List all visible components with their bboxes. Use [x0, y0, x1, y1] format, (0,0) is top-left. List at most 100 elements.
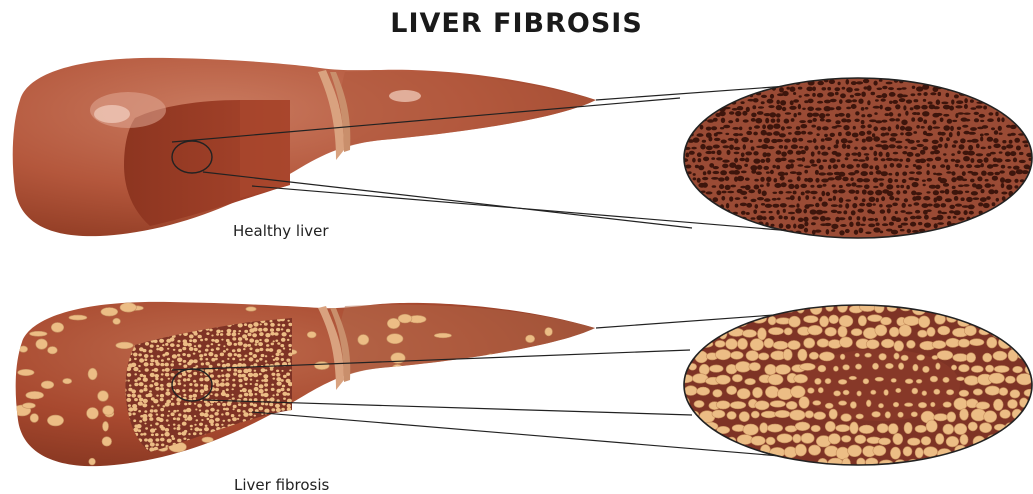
tissue-pore — [716, 86, 721, 90]
cut-nodule — [205, 338, 208, 341]
cut-nodule — [155, 387, 159, 391]
tissue-pore — [989, 216, 993, 220]
tissue-pore — [949, 132, 953, 137]
cut-nodule — [182, 454, 185, 457]
tissue-pore — [834, 144, 839, 148]
tissue-pore — [902, 172, 907, 176]
tissue-pore — [796, 203, 799, 207]
tissue-pore — [820, 145, 825, 150]
cut-nodule — [161, 427, 166, 431]
cut-nodule — [253, 354, 258, 358]
fibrotic-nodule — [969, 339, 984, 346]
cut-nodule — [177, 439, 181, 443]
tissue-pore — [1005, 228, 1011, 233]
fibrotic-nodule — [757, 328, 766, 340]
fibrotic-nodule — [682, 349, 692, 360]
surface-nodule — [504, 410, 515, 417]
tissue-pore — [873, 136, 880, 141]
tissue-pore — [693, 137, 700, 142]
tissue-pore — [964, 210, 968, 215]
cut-nodule — [271, 450, 273, 452]
cut-nodule — [156, 345, 159, 348]
tissue-pore — [852, 203, 857, 208]
fibrotic-nodule — [794, 374, 808, 383]
cut-nodule — [216, 330, 221, 334]
tissue-pore — [804, 146, 808, 151]
tissue-pore — [831, 229, 835, 232]
tissue-pore — [859, 228, 864, 234]
tissue-pore — [716, 78, 723, 84]
cut-nodule — [280, 344, 284, 347]
tissue-pore — [767, 99, 774, 104]
cut-nodule — [210, 408, 215, 412]
tissue-pore — [804, 94, 810, 97]
tissue-pore — [822, 202, 828, 207]
fibrotic-nodule — [730, 401, 746, 408]
cut-nodule — [275, 404, 280, 408]
tissue-pore — [873, 203, 876, 206]
tissue-pore — [705, 79, 710, 82]
cut-nodule — [276, 449, 280, 452]
surface-nodule — [561, 366, 577, 376]
fibrotic-nodule — [719, 302, 728, 314]
cut-nodule — [281, 328, 284, 330]
fibrotic-nodule — [767, 459, 778, 468]
tissue-pore — [900, 185, 904, 188]
tissue-pore — [799, 120, 806, 123]
cut-nodule — [194, 383, 198, 387]
cut-nodule — [149, 350, 153, 353]
cut-nodule — [287, 404, 291, 408]
cut-nodule — [194, 452, 197, 455]
tissue-pore — [727, 229, 731, 232]
fibrotic-nodule — [1009, 303, 1019, 311]
cut-nodule — [233, 408, 235, 410]
tissue-pore — [773, 80, 778, 83]
cut-nodule — [280, 353, 284, 356]
cut-nodule — [244, 443, 248, 447]
cut-nodule — [232, 332, 237, 336]
cut-nodule — [182, 353, 186, 356]
tissue-pore — [847, 145, 851, 149]
cut-nodule — [287, 444, 292, 448]
tissue-pore — [693, 198, 697, 202]
tissue-pore — [745, 151, 752, 155]
fibrotic-nodule — [926, 420, 937, 432]
cut-nodule — [209, 415, 214, 419]
tissue-pore — [930, 92, 936, 95]
cut-nodule — [249, 413, 253, 416]
tissue-pore — [987, 86, 991, 90]
surface-nodule — [287, 428, 297, 439]
tissue-pore — [969, 211, 974, 215]
tissue-pore — [886, 184, 893, 189]
cut-nodule — [267, 444, 270, 447]
cut-nodule — [228, 437, 232, 440]
cut-nodule — [160, 394, 164, 398]
tissue-pore — [1028, 111, 1033, 116]
tissue-pore — [1025, 184, 1032, 188]
tissue-pore — [911, 117, 915, 121]
fibrotic-nodule — [968, 422, 977, 431]
cut-nodule — [181, 431, 186, 435]
fibrotic-nodule — [891, 378, 896, 382]
surface-nodule — [529, 357, 538, 365]
tissue-pore — [947, 216, 951, 219]
tissue-pore — [741, 171, 747, 174]
tissue-pore — [899, 159, 903, 162]
tissue-pore — [854, 230, 858, 235]
cut-nodule — [227, 342, 232, 346]
tissue-pore — [867, 124, 871, 128]
cut-nodule — [133, 353, 138, 357]
cut-nodule — [164, 432, 169, 437]
fibrotic-nodule — [1019, 328, 1033, 337]
cut-nodule — [187, 354, 191, 357]
tissue-pore — [713, 197, 719, 202]
cut-nodule — [261, 425, 265, 429]
tissue-pore — [923, 99, 926, 102]
tissue-pore — [707, 225, 711, 228]
tissue-pore — [837, 159, 841, 162]
tissue-pore — [900, 132, 904, 135]
surface-nodule — [22, 403, 35, 409]
cut-nodule — [210, 374, 214, 378]
tissue-pore — [877, 88, 883, 91]
